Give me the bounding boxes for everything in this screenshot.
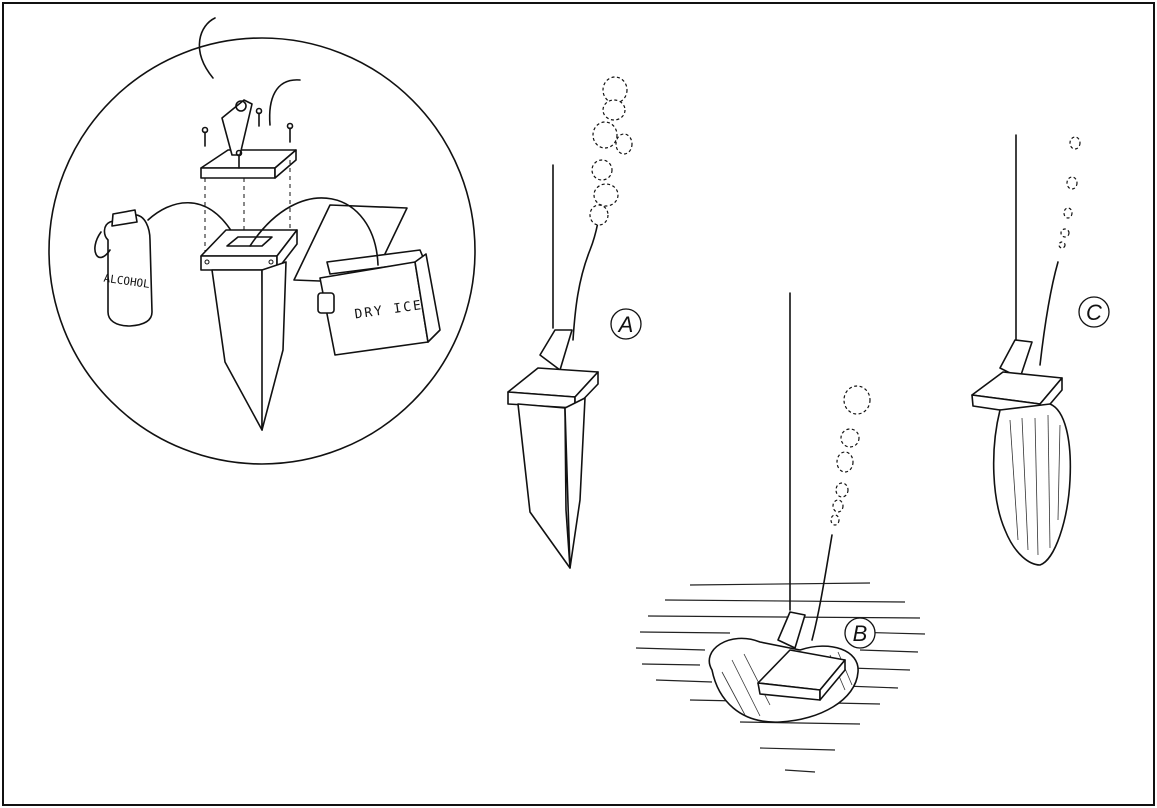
inset-assembly-diagram: ALCOHOL DRY ICE (48, 17, 476, 465)
stage-c-bubbles (1058, 136, 1081, 249)
alcohol-label: ALCOHOL (103, 272, 151, 291)
dry-ice-box: DRY ICE (249, 197, 441, 356)
stage-a-label: A (617, 312, 634, 337)
stage-b-label: B (853, 621, 868, 646)
alcohol-bottle: ALCOHOL (94, 202, 233, 327)
stage-b-sampler: B (635, 292, 926, 773)
stage-b-bubbles (830, 385, 871, 526)
stage-a-label-circle (610, 308, 642, 340)
stage-b-label-circle (844, 617, 876, 649)
stage-c-label: C (1086, 300, 1102, 325)
stage-c-label-circle (1078, 296, 1110, 328)
stage-a-sampler: A (507, 76, 642, 569)
sampler-body (200, 229, 298, 431)
inset-circle (48, 37, 476, 465)
stage-c-sampler: C (971, 134, 1110, 566)
stage-a-bubbles (589, 76, 633, 226)
frozen-core-hatching (1009, 414, 1061, 556)
sampler-lid-exploded (198, 17, 301, 255)
